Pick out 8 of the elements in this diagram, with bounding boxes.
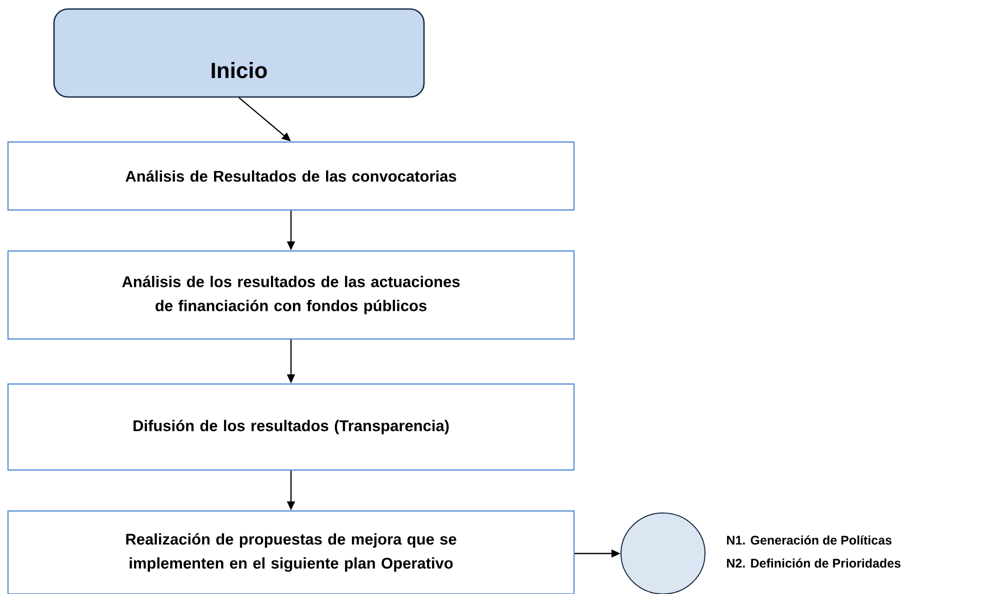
note-text: N1. Generación de Políticas — [727, 535, 892, 545]
circle-node — [620, 512, 706, 594]
process-box: Análisis de Resultados de las convocatorias — [7, 141, 575, 211]
process-box: Análisis de los resultados de las actuaciones de financiación con fondos públicos — [7, 250, 575, 340]
start-box: Inicio — [53, 8, 425, 98]
process-box: Realización de propuestas de mejora que se implementen en el siguiente plan Operativo — [7, 510, 575, 594]
process-box: Difusión de los resultados (Transparencia) — [7, 383, 575, 471]
note-text: N2. Definición de Prioridades — [727, 558, 900, 568]
